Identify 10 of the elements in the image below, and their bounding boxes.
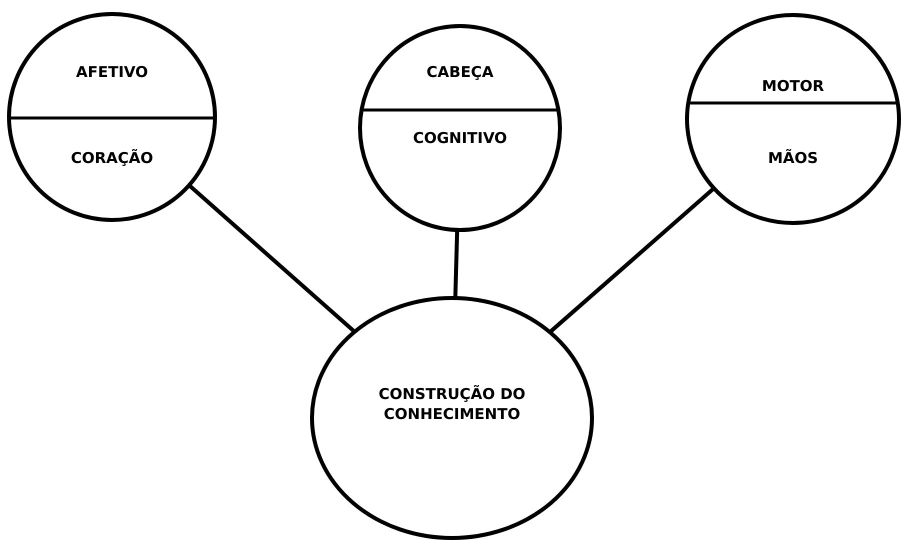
connector-line: [548, 186, 716, 334]
circle-label: AFETIVO: [74, 62, 149, 82]
circle-label: CORAÇÃO: [70, 148, 154, 168]
circle-label: MOTOR: [760, 76, 826, 96]
connector-line: [453, 230, 460, 298]
circle-label: MÃOS: [766, 148, 820, 168]
connector-line: [188, 184, 356, 334]
circle-label: CONSTRUÇÃO DO CONHECIMENTO: [378, 384, 526, 424]
circle-label: COGNITIVO: [412, 128, 508, 148]
circle-label: CABEÇA: [426, 62, 494, 82]
